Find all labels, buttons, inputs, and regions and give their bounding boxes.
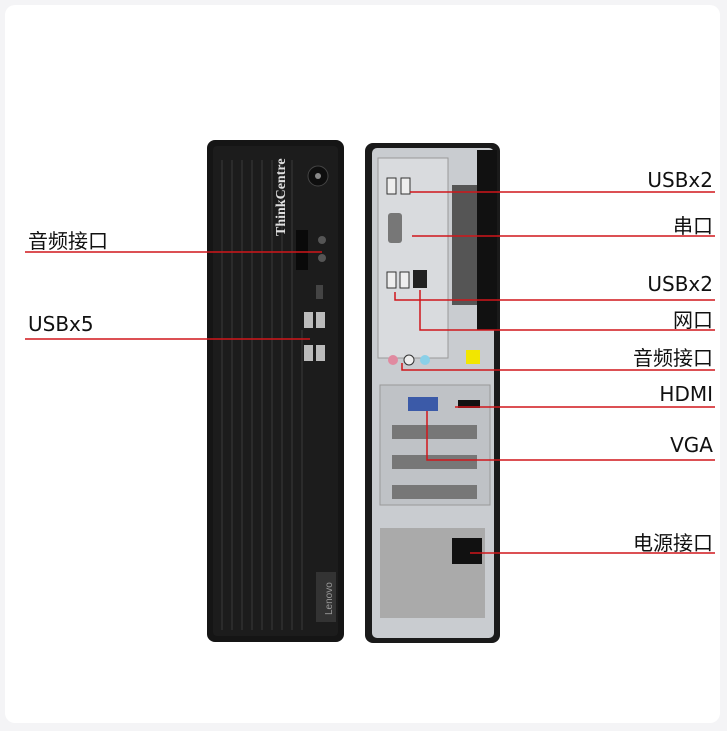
label-front-usb: USBx5 [28,312,94,336]
rear-view [365,143,500,643]
label-vga: VGA [670,433,713,457]
product-diagram [5,5,720,723]
label-ethernet-port: 网口 [673,308,713,332]
callout-lines [25,191,715,554]
label-front-audio: 音频接口 [28,229,108,253]
front-view: Lenovo ThinkCentre [207,140,344,642]
label-rear-usb-top: USBx2 [647,168,713,192]
label-rear-usb-bottom: USBx2 [647,272,713,296]
label-power-port: 电源接口 [633,531,713,555]
label-serial-port: 串口 [673,214,713,238]
label-rear-audio: 音频接口 [633,346,713,370]
thinkcentre-logo: ThinkCentre [274,158,289,236]
label-hdmi: HDMI [659,382,713,406]
lenovo-logo: Lenovo [324,582,335,615]
